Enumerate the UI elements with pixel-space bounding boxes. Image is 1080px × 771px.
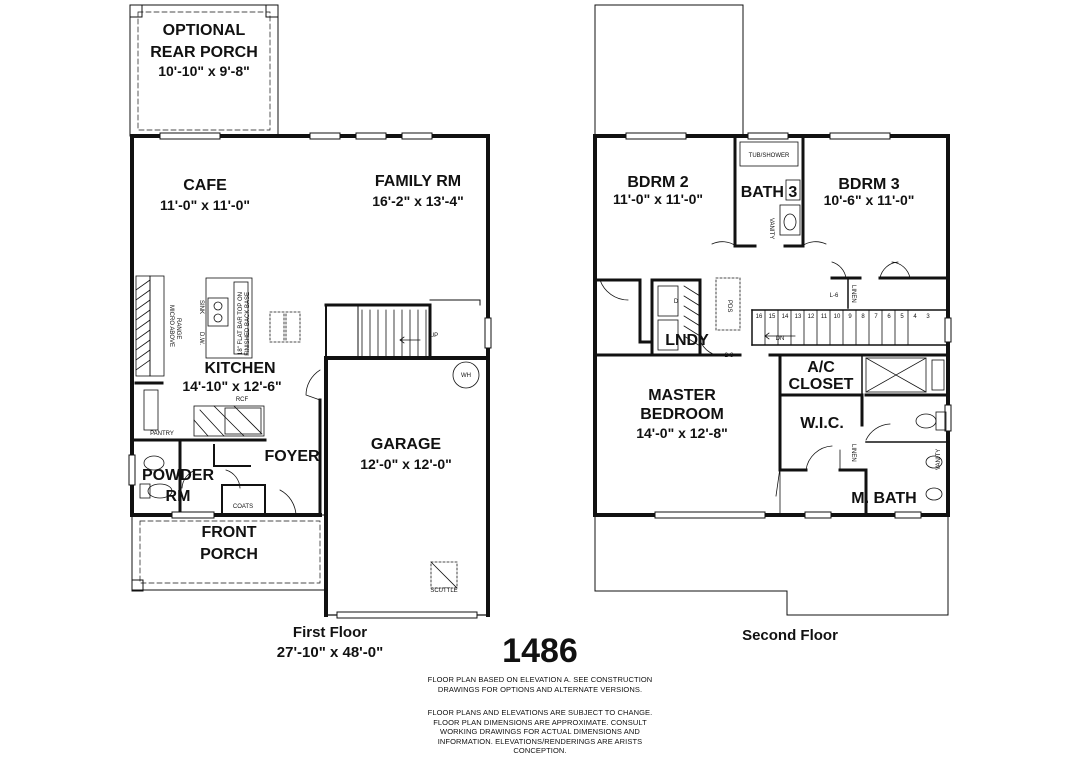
ac-closet-label-2: CLOSET bbox=[789, 376, 854, 393]
bdrm3-label: BDRM 3 bbox=[838, 176, 899, 193]
family-rm-dim: 16'-2" x 13'-4" bbox=[372, 193, 464, 209]
stair-step-number: 16 bbox=[756, 314, 763, 320]
lndy-label: LNDY bbox=[665, 332, 709, 349]
stair-up-label: UP bbox=[430, 333, 438, 339]
stair-step-number: 3 bbox=[926, 314, 930, 320]
rear-porch-label-1: OPTIONAL bbox=[163, 22, 246, 39]
stair-step-number: 7 bbox=[874, 314, 878, 320]
pantry-label: PANTRY bbox=[150, 431, 174, 437]
coats-label: COATS bbox=[233, 504, 253, 510]
mbath-vanity-label: VANITY bbox=[936, 449, 942, 470]
foyer-label: FOYER bbox=[264, 448, 320, 465]
door-size-label: 2-8 bbox=[725, 353, 734, 359]
stair-step-number: 10 bbox=[834, 314, 841, 320]
scuttle-label: SCUTTLE bbox=[430, 588, 457, 594]
stair-step-number: 9 bbox=[848, 314, 852, 320]
sink-label: SINK bbox=[198, 300, 204, 314]
rcf-label: RCF bbox=[236, 397, 249, 403]
cafe-label: CAFE bbox=[183, 177, 227, 194]
stair-dn-label: DN bbox=[776, 336, 785, 342]
tub-shower-label: TUB/SHOWER bbox=[749, 153, 790, 159]
first-floor-labels: OPTIONAL REAR PORCH 10'-10" x 9'-8" CAFE… bbox=[142, 22, 471, 594]
l6-label: L-6 bbox=[830, 293, 839, 299]
plan-number: 1486 bbox=[502, 632, 578, 670]
bdrm3-dim: 10'-6" x 11'-0" bbox=[824, 192, 915, 208]
first-floor-walls bbox=[129, 4, 490, 617]
front-porch-label-1: FRONT bbox=[201, 524, 256, 541]
dryer-label: D bbox=[674, 299, 679, 305]
stair-step-number: 11 bbox=[821, 314, 828, 320]
first-floor-caption: First Floor bbox=[292, 624, 368, 641]
bath3-vanity-label: VANITY bbox=[768, 218, 774, 239]
second-floor-labels: BDRM 2 11'-0" x 11'-0" BDRM 3 10'-6" x 1… bbox=[613, 153, 942, 507]
bath3-label: BATH 3 bbox=[741, 184, 798, 201]
stair-step-number: 6 bbox=[887, 314, 891, 320]
disclaimer-note-1: FLOOR PLAN BASED ON ELEVATION A. SEE CON… bbox=[360, 675, 720, 694]
pds-label: PDS bbox=[726, 300, 732, 312]
second-floor-fixtures bbox=[599, 141, 947, 516]
range-label: RANGE bbox=[175, 318, 181, 339]
front-porch-label-2: PORCH bbox=[200, 546, 258, 563]
cafe-dim: 11'-0" x 11'-0" bbox=[160, 197, 250, 213]
linen-label-lower: LINEN bbox=[850, 444, 856, 462]
kitchen-label: KITCHEN bbox=[204, 360, 275, 377]
first-floor-windows bbox=[128, 132, 492, 619]
stair-step-number: 13 bbox=[795, 314, 802, 320]
stair-step-numbers: 16 15 14 13 12 11 10 9 8 7 6 5 4 3 bbox=[756, 314, 931, 320]
stair-step-number: 12 bbox=[808, 314, 815, 320]
stair-step-number: 15 bbox=[769, 314, 776, 320]
second-floor-windows bbox=[625, 132, 952, 519]
bdrm2-label: BDRM 2 bbox=[627, 174, 688, 191]
master-dim: 14'-0" x 12'-8" bbox=[636, 425, 728, 441]
powder-rm-label-1: POWDER bbox=[142, 467, 214, 484]
stair-step-number: 4 bbox=[913, 314, 917, 320]
garage-dim: 12'-0" x 12'-0" bbox=[360, 456, 452, 472]
stair-step-number: 14 bbox=[782, 314, 789, 320]
ac-closet-label-1: A/C bbox=[807, 359, 835, 376]
note2-line: FLOOR PLANS AND ELEVATIONS ARE SUBJECT T… bbox=[427, 708, 653, 717]
bar-top-label-2: FINISHED BACK BASE bbox=[245, 292, 251, 356]
first-floor-dimensions: 27'-10" x 48'-0" bbox=[276, 644, 384, 661]
garage-label: GARAGE bbox=[371, 436, 442, 453]
note2-line: CONCEPTION. bbox=[513, 746, 567, 756]
powder-rm-label-2: RM bbox=[166, 488, 191, 505]
micro-above-label: MICRO ABOVE bbox=[168, 305, 174, 347]
kitchen-fixtures bbox=[135, 275, 480, 589]
water-heater-label: WH bbox=[461, 373, 471, 379]
rear-porch-label-2: REAR PORCH bbox=[150, 44, 258, 61]
kitchen-dim: 14'-10" x 12'-6" bbox=[182, 378, 281, 394]
bdrm2-dim: 11'-0" x 11'-0" bbox=[613, 191, 703, 207]
note2-line: WORKING DRAWINGS FOR ACTUAL DIMENSIONS A… bbox=[440, 727, 640, 737]
m-bath-label: M. BATH bbox=[851, 490, 916, 507]
note2-line: INFORMATION. ELEVATIONS/RENDERINGS ARE A… bbox=[437, 736, 643, 746]
stair-step-number: 8 bbox=[861, 314, 865, 320]
linen-label-upper: LINEN bbox=[850, 285, 856, 303]
note1-line: FLOOR PLAN BASED ON ELEVATION A. SEE CON… bbox=[427, 675, 653, 684]
note1-line: DRAWINGS FOR OPTIONS AND ALTERNATE VERSI… bbox=[437, 684, 643, 694]
bar-top-label-1: 18" FLAT BAR TOP ON bbox=[238, 292, 244, 355]
note2-line: FLOOR PLAN DIMENSIONS ARE APPROXIMATE. C… bbox=[433, 717, 647, 727]
stair-step-number: 5 bbox=[900, 314, 904, 320]
master-label-1: MASTER bbox=[648, 387, 716, 404]
family-rm-label: FAMILY RM bbox=[375, 173, 461, 190]
disclaimer-note-2: FLOOR PLANS AND ELEVATIONS ARE SUBJECT T… bbox=[360, 708, 720, 756]
dw-label: D.W. bbox=[198, 332, 204, 345]
master-label-2: BEDROOM bbox=[640, 406, 724, 423]
second-floor-caption: Second Floor bbox=[742, 627, 838, 644]
wic-label: W.I.C. bbox=[800, 415, 844, 432]
rear-porch-dim: 10'-10" x 9'-8" bbox=[158, 63, 250, 79]
